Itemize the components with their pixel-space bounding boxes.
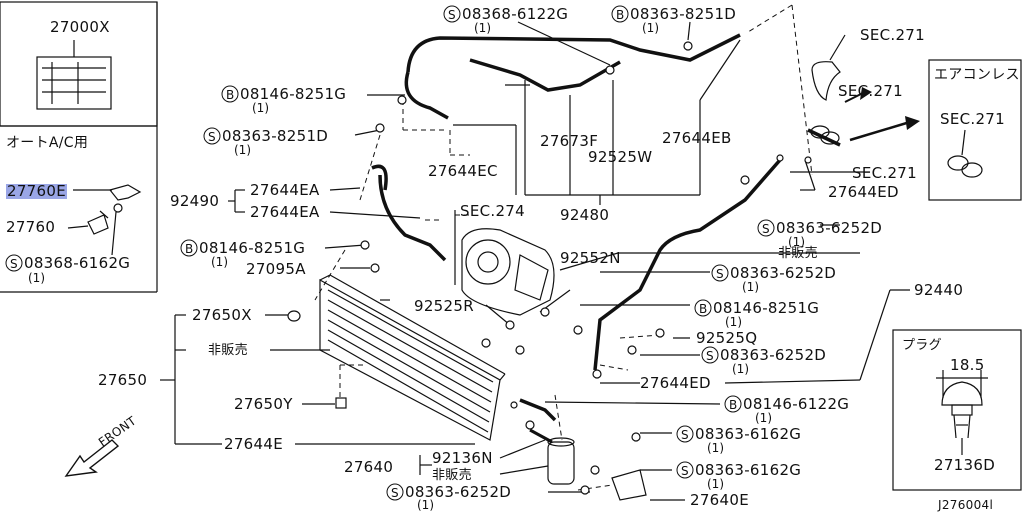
inset-plug-frame [892,329,1022,491]
bolt-qty: (1) [28,271,45,285]
sec271-bracket-icon [811,61,841,101]
prefix-b: B [226,88,235,102]
qty: (1) [211,255,228,269]
label-27644eb: 27644EB [662,129,732,147]
qty: (1) [474,21,491,35]
label-92136n: 92136N [432,449,493,467]
label-08363-6252d-a: 08363-6252D [776,219,883,237]
receiver-drier-icon [547,441,575,485]
label-27650x: 27650X [192,306,252,324]
label-27640: 27640 [344,458,394,476]
label-sec274: SEC.274 [460,202,525,220]
qty: (1) [642,21,659,35]
label-08368-6122g: 08368-6122G [462,5,569,23]
qty: (1) [707,441,724,455]
prefix-b: B [616,8,625,22]
aircon-less-sec: SEC.271 [940,110,1005,128]
aircon-less-title: エアコンレス [934,67,1020,83]
label-08363-6252d-c: 08363-6252D [720,346,827,364]
prefix-s: S [391,486,399,500]
label-hihanbai-2: 非販売 [208,343,248,358]
prefix-s: S [762,222,770,236]
label-92525r: 92525R [414,297,474,315]
label-08146-6122g: 08146-6122G [743,395,850,413]
label-27673f: 27673F [540,132,599,150]
part-27000x: 27000X [50,18,110,36]
bolt-icon [605,65,615,75]
label-92490: 92490 [170,192,220,210]
label-27650y: 27650Y [234,395,293,413]
prefix-s: S [448,8,456,22]
label-27644ea-2: 27644EA [250,203,320,221]
qty: (1) [417,498,434,512]
prefix-b: B [699,302,708,316]
pipe-27644ea [378,174,447,262]
part-27760: 27760 [6,218,56,236]
pipe-92440 [593,158,782,371]
label-plate-icon [36,56,112,110]
label-27644ed-top: 27644ED [828,183,899,201]
plug-dimension: 18.5 [950,356,985,374]
prefix-s: S [681,428,689,442]
label-27644ed-bot: 27644ED [640,374,711,392]
prefix-s: S [716,267,724,281]
prefix-s: S [10,257,18,271]
label-hihanbai-1: 非販売 [778,246,818,261]
label-sec271-b: SEC.271 [838,82,903,100]
label-92552n: 92552N [560,249,621,267]
plug-icon [941,381,983,406]
qty: (1) [732,362,749,376]
condenser-icon [319,278,501,441]
label-27095a: 27095A [246,260,306,278]
auto-ac-title: オートA/C用 [6,135,89,151]
label-27644ec: 27644EC [428,162,498,180]
label-92525q: 92525Q [696,329,758,347]
compressor-icon [461,228,555,316]
plug-title: プラグ [902,338,942,353]
qty: (1) [707,477,724,491]
label-08363-8251d-top: 08363-8251D [630,5,737,23]
sensor-icon [108,184,142,201]
label-92480: 92480 [560,206,610,224]
label-sec271-a: SEC.271 [860,26,925,44]
label-92440: 92440 [914,281,964,299]
front-arrow-icon [64,439,120,477]
prefix-b: B [185,242,194,256]
label-08363-6252d-d: 08363-6252D [405,483,512,501]
qty: (1) [742,280,759,294]
label-08146-8251g-c: 08146-8251G [713,299,820,317]
qty: (1) [755,411,772,425]
prefix-b: B [729,398,738,412]
label-27644ea-1: 27644EA [250,181,320,199]
prefix-s: S [681,464,689,478]
inset-aircon-less-frame [928,59,1022,201]
label-08363-6162g-b: 08363-6162G [695,461,802,479]
bolt-code: 08368-6162G [24,254,131,272]
label-27650: 27650 [98,371,148,389]
label-08146-8251g-a: 08146-8251G [240,85,347,103]
label-08146-8251g-b: 08146-8251G [199,239,306,257]
diagram-code: J276004l [938,498,994,512]
qty: (1) [234,143,251,157]
prefix-s: S [706,349,714,363]
qty: (1) [788,235,805,249]
plug-part: 27136D [934,456,996,474]
label-08363-6252d-b: 08363-6252D [730,264,837,282]
label-27644e: 27644E [224,435,283,453]
label-27640e: 27640E [690,491,749,509]
pipe-27644eb [406,33,741,73]
part-27760e[interactable]: 27760E [6,182,67,200]
qty: (1) [725,315,742,329]
label-92525w: 92525W [588,148,653,166]
qty: (1) [252,101,269,115]
label-08363-6162g-a: 08363-6162G [695,425,802,443]
label-08363-8251d-b: 08363-8251D [222,127,329,145]
label-hihanbai-3: 非販売 [432,468,472,483]
label-sec271-c: SEC.271 [852,164,917,182]
prefix-s: S [208,130,216,144]
